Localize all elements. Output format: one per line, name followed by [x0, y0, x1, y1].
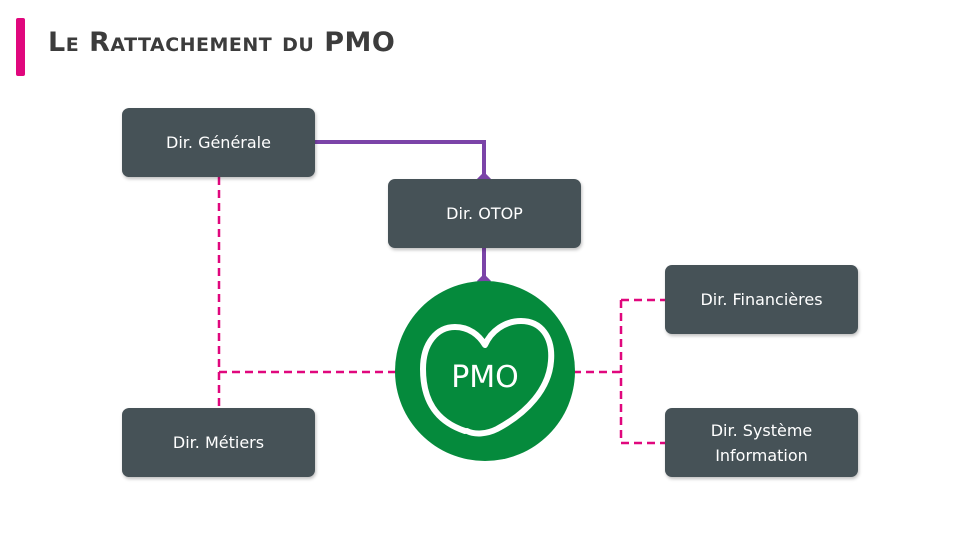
pmo-logo: PMO — [395, 281, 575, 461]
solid-link-generale-otop — [315, 140, 486, 179]
title-accent-bar — [16, 18, 25, 76]
box-dir-otop: Dir. OTOP — [388, 179, 581, 248]
box-dir-metiers: Dir. Métiers — [122, 408, 315, 477]
box-dir-financieres: Dir. Financières — [665, 265, 858, 334]
slide-title: Le Rattachement du PMO — [48, 27, 396, 58]
box-dir-systeme-information: Dir. Système Information — [665, 408, 858, 477]
box-dir-generale: Dir. Générale — [122, 108, 315, 177]
heart-outline-icon — [420, 318, 555, 437]
pmo-logo-text: PMO — [451, 360, 519, 395]
